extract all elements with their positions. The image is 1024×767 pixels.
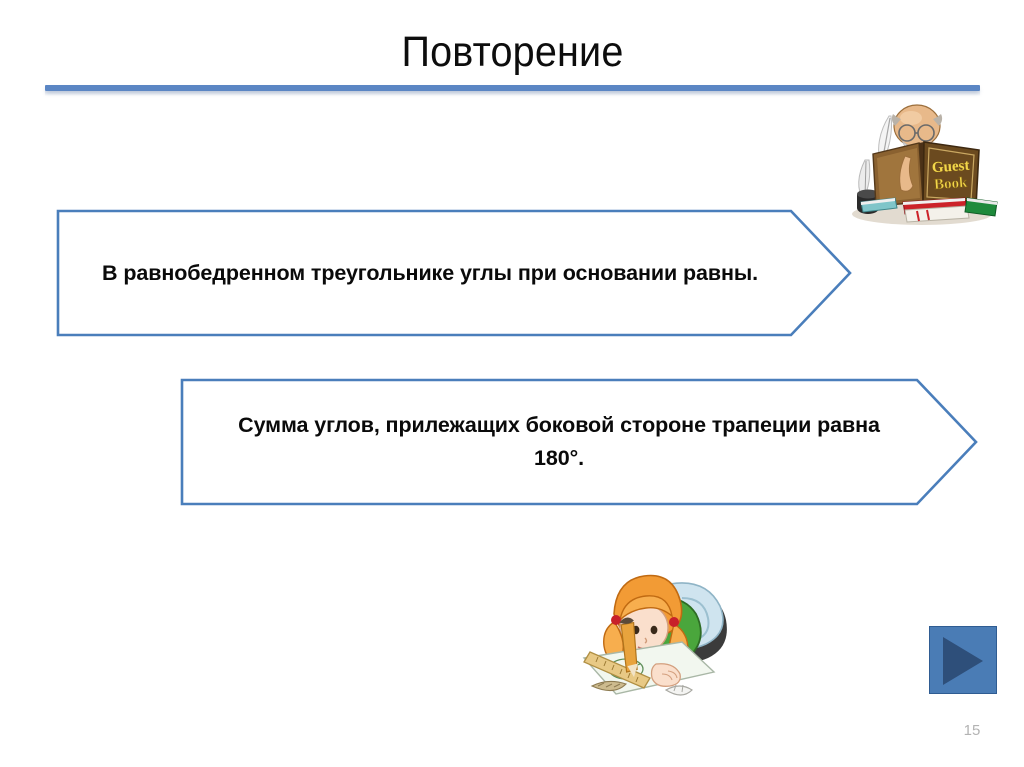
arrow-shape-2 xyxy=(180,378,978,506)
arrow-banner-2-text: Сумма углов, прилежащих боковой стороне … xyxy=(238,413,880,470)
title-underline-rule xyxy=(45,85,980,96)
girl-writing-with-ruler-clipart xyxy=(578,558,738,712)
arrow-banner-1: В равнобедренном треугольнике углы при о… xyxy=(56,209,852,337)
guest-book-title-line1: Guest xyxy=(931,158,970,177)
arrow-shape-1 xyxy=(56,209,852,337)
page-title: Повторение xyxy=(401,28,624,76)
play-triangle-icon xyxy=(943,637,983,685)
guest-book-title-line2: Book xyxy=(934,175,969,193)
arrow-banner-1-text: В равнобедренном треугольнике углы при о… xyxy=(102,260,758,285)
play-forward-button[interactable] xyxy=(929,626,997,694)
page-number: 15 xyxy=(963,722,981,739)
old-man-reading-guest-book-clipart: Guest Book xyxy=(843,98,1001,226)
slide-title-block: Повторение xyxy=(45,22,980,96)
arrow-banner-2: Сумма углов, прилежащих боковой стороне … xyxy=(180,378,978,506)
